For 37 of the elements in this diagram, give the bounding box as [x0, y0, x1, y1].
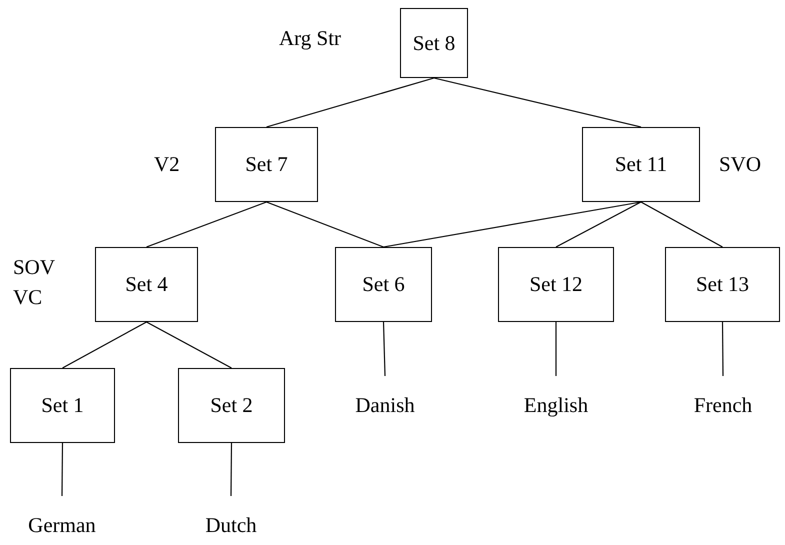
set-label: Set 11 — [614, 152, 668, 177]
connector-line — [555, 322, 557, 376]
language-label: English — [524, 392, 588, 418]
set-label: Set 12 — [529, 272, 583, 297]
set-label: Set 13 — [696, 272, 750, 297]
connector-line — [556, 202, 642, 248]
set-box — [178, 368, 285, 443]
language-label: Danish — [355, 392, 415, 418]
connector-line — [722, 322, 724, 376]
connector-line — [266, 77, 434, 128]
set-label: Set 2 — [210, 393, 253, 418]
feature-label: SOV VC — [13, 254, 56, 312]
connector-line — [230, 443, 232, 496]
connector-line — [62, 322, 147, 368]
set-box — [665, 247, 780, 322]
set-label: Set 1 — [41, 393, 84, 418]
connector-line — [640, 202, 723, 248]
language-label: French — [694, 392, 752, 418]
feature-label: Arg Str — [279, 25, 342, 52]
language-label: Dutch — [205, 512, 257, 538]
set-box — [335, 247, 432, 322]
connector-line — [61, 443, 64, 496]
feature-label: V2 — [154, 151, 181, 178]
connector-line — [146, 201, 267, 248]
connector-line — [383, 201, 642, 248]
set-label: Set 6 — [362, 272, 405, 297]
feature-label: SVO — [719, 151, 762, 178]
connector-line — [434, 77, 642, 128]
connector-line — [146, 322, 232, 368]
language-label: German — [28, 512, 96, 538]
connector-line — [266, 201, 384, 248]
set-box — [498, 247, 614, 322]
set-label: Set 4 — [125, 272, 168, 297]
set-box — [10, 368, 115, 443]
set-label: Set 7 — [245, 152, 288, 177]
connector-line — [382, 322, 386, 376]
set-label: Set 8 — [412, 30, 456, 56]
